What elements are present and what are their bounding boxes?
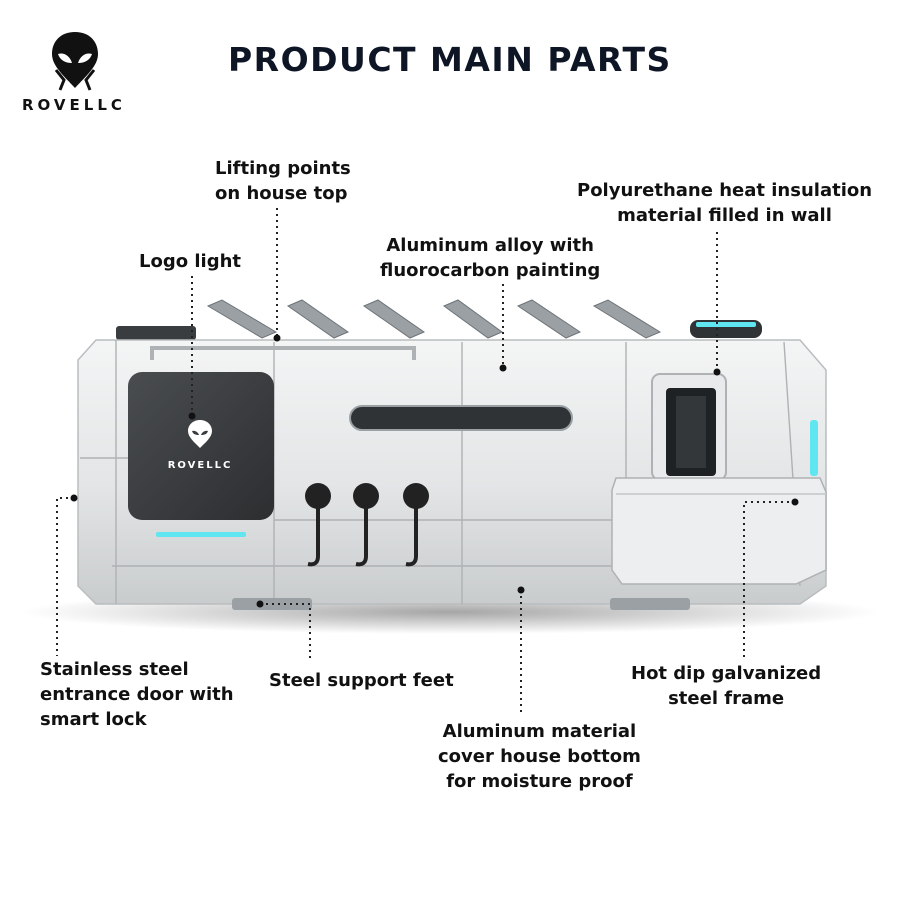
leader-support-feet (260, 603, 311, 662)
alien-head-logo-icon (52, 32, 98, 91)
roof-unit (116, 326, 196, 340)
lifting-rail (150, 346, 416, 360)
solar-panel-3 (362, 299, 426, 339)
accent-light-left (156, 532, 246, 537)
solar-panel-4 (442, 299, 504, 339)
brand-name: ROVELLC (22, 96, 126, 114)
hooks (305, 483, 429, 567)
solar-panels (206, 299, 662, 339)
callout-polyurethane: Polyurethane heat insulation material fi… (577, 180, 873, 226)
entrance-step (611, 477, 827, 585)
solar-panel-6 (592, 299, 662, 339)
callout-aluminum-bottom: Aluminum material cover house bottom for… (438, 721, 641, 792)
callout-aluminum-alloy: Aluminum alloy with fluorocarbon paintin… (380, 235, 601, 281)
logo-light-emblem (188, 420, 212, 448)
roof-light (690, 320, 762, 338)
emblem-text: ROVELLC (168, 460, 233, 471)
hook-3 (403, 483, 429, 567)
callout-support-feet: Steel support feet (269, 670, 454, 691)
hook-2 (353, 483, 379, 567)
callout-logo-light: Logo light (139, 251, 241, 272)
leader-galvanized-frame (743, 501, 795, 660)
accent-light-right (810, 420, 818, 476)
support-foot-right (610, 598, 690, 610)
solar-panel-1 (206, 299, 278, 339)
callout-galvanized-frame: Hot dip galvanized steel frame (631, 663, 822, 709)
callout-lifting-points: Lifting points on house top (215, 158, 351, 204)
solar-panel-5 (516, 299, 582, 339)
solar-panel-2 (286, 299, 350, 339)
window-slot (349, 405, 573, 431)
page-title: PRODUCT MAIN PARTS (228, 40, 672, 79)
leader-entrance-door (56, 497, 74, 656)
callout-entrance-door: Stainless steel entrance door with smart… (40, 659, 234, 730)
hook-1 (305, 483, 331, 567)
